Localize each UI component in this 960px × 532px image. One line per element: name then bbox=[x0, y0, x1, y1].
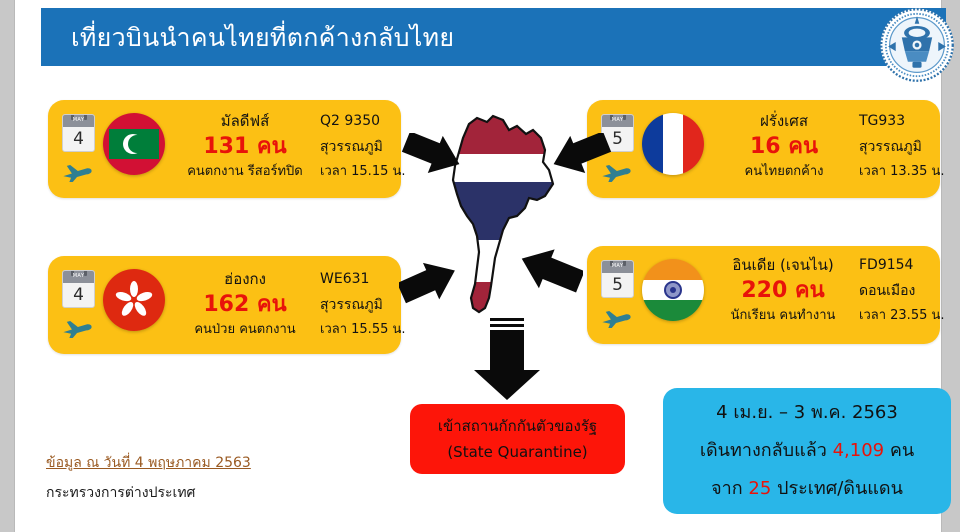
arrow-down-icon bbox=[474, 318, 540, 400]
summary-countries-line: จาก 25 ประเทศ/ดินแดน bbox=[711, 470, 903, 508]
arrow-bottom-left-icon bbox=[399, 262, 455, 304]
summary-countries-suffix: ประเทศ/ดินแดน bbox=[771, 478, 903, 499]
india-flag-icon bbox=[642, 259, 704, 321]
card-flight-number: FD9154 bbox=[859, 257, 914, 273]
flight-card-france[interactable]: MAY 5 ฝรั่งเศส 16 คน คนไทยตกค้าง TG933 ส… bbox=[587, 100, 945, 198]
header-bar bbox=[41, 8, 946, 66]
summary-returned-suffix: คน bbox=[884, 440, 915, 461]
calendar-month: MAY bbox=[72, 117, 85, 123]
card-time: เวลา 15.15 น. bbox=[320, 164, 406, 179]
flight-card-maldives[interactable]: MAY 4 มัลดีฟส์ 131 คน คนตกงาน รีสอร์ทปิด… bbox=[48, 100, 406, 198]
flight-card-india[interactable]: MAY 5 อินเดีย (เจนไน) 220 คน นักเรียน คน… bbox=[587, 246, 945, 344]
flight-card-hongkong[interactable]: MAY 4 ฮ่องกง 162 คน คนป่วย คนตกงาน bbox=[48, 256, 406, 354]
summary-returned-line: เดินทางกลับแล้ว 4,109 คน bbox=[700, 432, 914, 470]
france-flag-icon bbox=[642, 113, 704, 175]
calendar-day: 5 bbox=[612, 275, 623, 295]
card-time: เวลา 15.55 น. bbox=[320, 322, 406, 337]
calendar-day: 5 bbox=[612, 129, 623, 149]
card-country: มัลดีฟส์ bbox=[220, 112, 270, 130]
card-note: นักเรียน คนทำงาน bbox=[730, 308, 836, 323]
summary-returned-value: 4,109 bbox=[832, 440, 885, 461]
card-count: 220 คน bbox=[741, 278, 825, 303]
thailand-map-flag bbox=[433, 112, 578, 327]
card-airport: สุวรรณภูมิ bbox=[859, 139, 922, 155]
data-as-of-date: ข้อมูล ณ วันที่ 4 พฤษภาคม 2563 bbox=[46, 455, 251, 471]
summary-box: 4 เม.ย. – 3 พ.ค. 2563 เดินทางกลับแล้ว 4,… bbox=[663, 388, 951, 514]
ministry-seal-icon bbox=[880, 8, 954, 82]
summary-countries-prefix: จาก bbox=[711, 478, 749, 499]
summary-date-range: 4 เม.ย. – 3 พ.ค. 2563 bbox=[716, 402, 898, 423]
card-note: คนตกงาน รีสอร์ทปิด bbox=[187, 164, 303, 179]
card-time: เวลา 13.35 น. bbox=[859, 164, 945, 179]
infographic-page: เที่ยวบินนำคนไทยที่ตกค้างกลับไทย MAY 4 bbox=[14, 0, 954, 532]
card-count: 16 คน bbox=[749, 134, 819, 159]
card-airport: ดอนเมือง bbox=[859, 283, 916, 299]
airplane-icon bbox=[63, 165, 92, 183]
card-country: อินเดีย (เจนไน) bbox=[732, 256, 834, 274]
card-country: ฝรั่งเศส bbox=[760, 112, 808, 130]
card-airport: สุวรรณภูมิ bbox=[320, 297, 383, 313]
card-count: 162 คน bbox=[203, 292, 287, 317]
calendar-month: MAY bbox=[611, 117, 624, 123]
hong-kong-flag-icon bbox=[103, 269, 165, 331]
card-note: คนป่วย คนตกงาน bbox=[194, 322, 296, 337]
arrow-bottom-right-icon bbox=[521, 249, 583, 293]
calendar-icon: MAY 5 bbox=[601, 260, 634, 298]
ministry-label: กระทรวงการต่างประเทศ bbox=[46, 485, 196, 501]
calendar-day: 4 bbox=[73, 129, 84, 149]
airplane-icon bbox=[602, 311, 631, 329]
calendar-month: MAY bbox=[72, 273, 85, 279]
calendar-icon: MAY 4 bbox=[62, 270, 95, 308]
airplane-icon bbox=[63, 321, 92, 339]
arrow-top-left-icon bbox=[401, 133, 460, 173]
card-time: เวลา 23.55 น. bbox=[859, 308, 945, 323]
card-flight-number: TG933 bbox=[859, 113, 906, 129]
quarantine-english-label: (State Quarantine) bbox=[447, 443, 588, 461]
page-title: เที่ยวบินนำคนไทยที่ตกค้างกลับไทย bbox=[71, 23, 455, 52]
calendar-month: MAY bbox=[611, 263, 624, 269]
quarantine-thai-label: เข้าสถานกักกันตัวของรัฐ bbox=[437, 417, 598, 435]
card-country: ฮ่องกง bbox=[224, 270, 266, 288]
arrow-top-right-icon bbox=[553, 133, 612, 173]
airplane-icon bbox=[602, 165, 631, 183]
calendar-day: 4 bbox=[73, 285, 84, 305]
card-flight-number: WE631 bbox=[320, 271, 370, 287]
summary-countries-value: 25 bbox=[748, 478, 772, 499]
card-note: คนไทยตกค้าง bbox=[744, 164, 824, 179]
calendar-icon: MAY 4 bbox=[62, 114, 95, 152]
card-flight-number: Q2 9350 bbox=[320, 113, 381, 129]
maldives-flag-icon bbox=[103, 113, 165, 175]
summary-returned-prefix: เดินทางกลับแล้ว bbox=[699, 440, 833, 461]
state-quarantine-box: เข้าสถานกักกันตัวของรัฐ (State Quarantin… bbox=[410, 404, 625, 474]
card-airport: สุวรรณภูมิ bbox=[320, 139, 383, 155]
card-count: 131 คน bbox=[203, 134, 287, 159]
